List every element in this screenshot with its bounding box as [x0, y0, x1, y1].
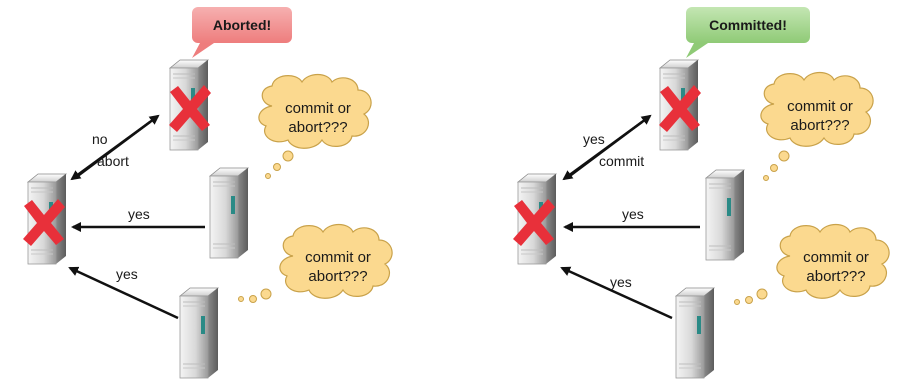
cloud-text-line1: commit or	[285, 100, 351, 117]
arrow-top	[562, 114, 652, 181]
thought-cloud-icon: commit or abort???	[760, 71, 874, 181]
arrow-label-yes-middle: yes	[128, 206, 150, 222]
status-banner-committed: Committed!	[686, 7, 810, 58]
status-text: Aborted!	[213, 17, 271, 33]
thought-cloud-icon: commit or abort???	[734, 223, 890, 305]
arrow-label-yes-bottom: yes	[116, 266, 138, 282]
arrow-label-yes-bottom: yes	[610, 274, 632, 290]
cloud-text-line1: commit or	[305, 249, 371, 266]
cloud-text-line2: abort???	[308, 268, 367, 285]
cloud-text-line1: commit or	[803, 249, 869, 266]
arrow-label-no: no	[92, 131, 108, 147]
status-banner-aborted: Aborted!	[192, 7, 292, 58]
participant-server-icon	[209, 167, 249, 259]
participant-server-icon	[705, 169, 745, 261]
left-scenario: Aborted! no abort yes yes	[23, 7, 393, 379]
coordinator-server-icon	[513, 173, 557, 265]
thought-cloud-icon: commit or abort???	[238, 223, 393, 303]
participant-server-icon	[179, 287, 219, 379]
cloud-text-line2: abort???	[806, 268, 865, 285]
participant-server-icon	[675, 287, 715, 379]
thought-cloud-icon: commit or abort???	[258, 73, 372, 179]
arrow-bottom	[560, 266, 673, 320]
cloud-text-line2: abort???	[790, 117, 849, 134]
failed-participant-server-icon	[659, 59, 701, 151]
arrow-label-abort: abort	[97, 153, 129, 169]
status-text: Committed!	[709, 17, 787, 33]
cloud-text-line1: commit or	[787, 98, 853, 115]
arrow-bottom	[68, 266, 179, 320]
arrow-label-yes-middle: yes	[622, 206, 644, 222]
arrow-top	[70, 114, 160, 181]
right-scenario: Committed! yes commit yes yes	[513, 7, 890, 379]
cloud-text-line2: abort???	[288, 119, 347, 136]
failed-participant-server-icon	[169, 59, 211, 151]
arrow-label-commit: commit	[599, 153, 644, 169]
arrow-label-yes-top: yes	[583, 131, 605, 147]
coordinator-server-icon	[23, 173, 67, 265]
